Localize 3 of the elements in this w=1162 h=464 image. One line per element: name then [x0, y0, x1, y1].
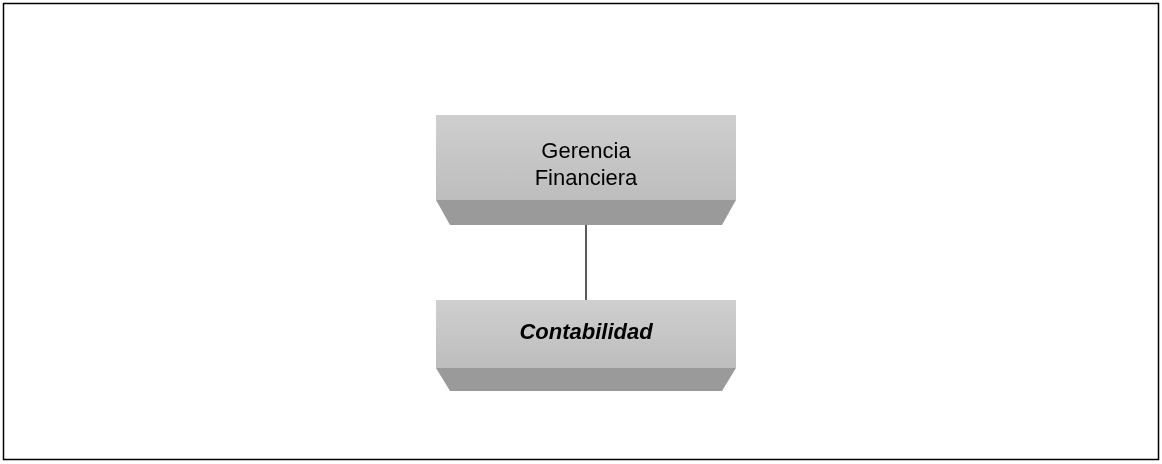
- box-label: Gerencia Financiera: [533, 137, 639, 191]
- box-label: Contabilidad: [518, 318, 654, 345]
- connector-line: [585, 224, 587, 301]
